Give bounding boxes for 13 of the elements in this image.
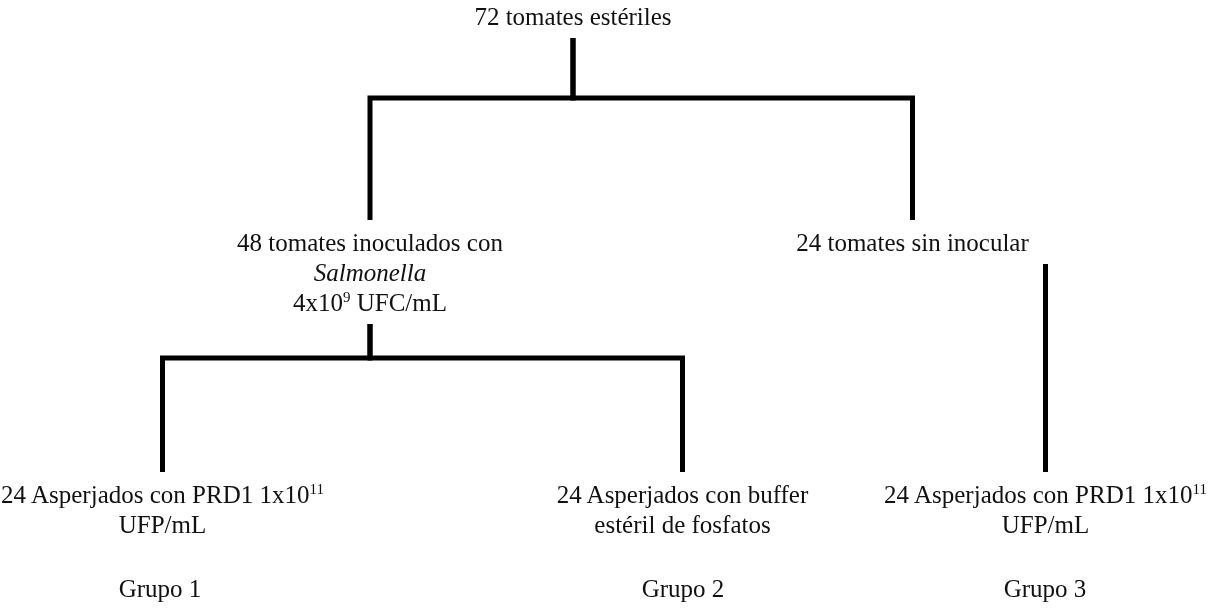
connector-line [367,324,685,472]
node-text: 72 tomates estériles [473,2,673,32]
node-text: 4x10$^{9}$ UFC/mL [291,288,448,318]
group-label: Grupo 3 [1003,575,1087,603]
group-label: Grupo 1 [118,575,202,603]
group-label: Grupo 2 [641,575,725,603]
connector-line [570,38,915,220]
node-text: 48 tomates inoculados con Salmonella [236,228,504,288]
node-text: 24 Asperjados con PRD1 1x10$^{11}$ UFP/mL [0,480,325,540]
node-text: 24 Asperjados con PRD1 1x10$^{11}$ UFP/mL [883,480,1208,540]
node-text: 24 Asperjados con buffer estéril de fosfatos [555,480,810,540]
connector-line [1043,264,1048,472]
node-text: 24 tomates sin inocular [795,228,1030,258]
